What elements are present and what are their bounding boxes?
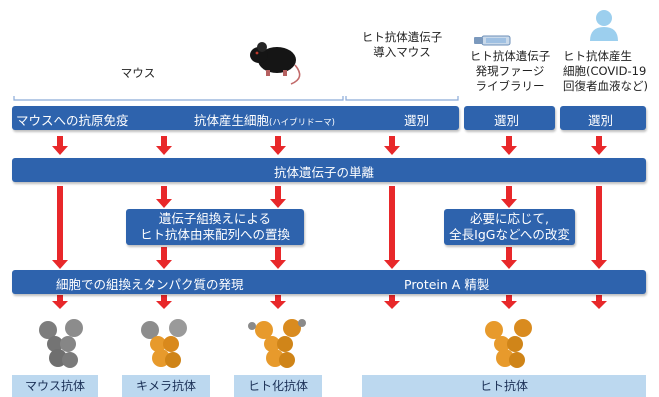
immunize-text: マウスへの抗原免疫 (16, 113, 129, 128)
isolation-text: 抗体遺伝子の単離 (274, 165, 375, 180)
header-phage-line2: 発現ファージ (475, 64, 545, 78)
person-icon (590, 10, 618, 41)
modify-line2: 全長IgGなどへの改変 (449, 227, 570, 242)
recomb-line2: ヒト抗体由来配列への置換 (139, 227, 290, 242)
producing-cells-text: 抗体産生細胞(ハイブリドーマ) (194, 110, 335, 129)
bar-select-phage: 選別 (464, 106, 555, 130)
header-transgenic-mouse-line1: ヒト抗体遺伝子 (361, 30, 443, 44)
header-transgenic-mouse: ヒト抗体遺伝子 導入マウス (346, 30, 458, 60)
select-cells-text: 選別 (588, 113, 614, 128)
producing-cells-label: 抗体産生細胞 (194, 113, 270, 128)
modify-line1: 必要に応じて, (470, 211, 549, 226)
antibody-human-icon (485, 319, 532, 368)
antibody-humanized-icon (248, 319, 306, 368)
select-phage-text: 選別 (494, 113, 520, 128)
header-human-cells: ヒト抗体産生 細胞(COVID-19 回復者血液など) (563, 49, 657, 94)
header-transgenic-mouse-line2: 導入マウス (373, 45, 431, 59)
bar-expression-purification: 細胞での組換えタンパク質の発現 Protein A 精製 (12, 270, 646, 294)
expression-text: 細胞での組換えタンパク質の発現 (56, 277, 244, 292)
header-phage-line3: ライブラリー (475, 79, 545, 93)
header-mouse: マウス (120, 66, 156, 80)
header-phage-library: ヒト抗体遺伝子 発現ファージ ライブラリー (461, 49, 559, 94)
mouse-icon (250, 42, 301, 85)
label-humanized-antibody: ヒト化抗体 (234, 375, 322, 397)
box-humanization: 遺伝子組換えによる ヒト抗体由来配列への置換 (126, 209, 304, 245)
box-modification: 必要に応じて, 全長IgGなどへの改変 (444, 209, 575, 245)
bar-immunization-selection: マウスへの抗原免疫 抗体産生細胞(ハイブリドーマ) 選別 (12, 106, 459, 130)
select-text: 選別 (404, 113, 430, 128)
antibody-chimeric-icon (141, 319, 187, 368)
label-chimeric-antibody: キメラ抗体 (122, 375, 210, 397)
mouse-bracket (13, 96, 344, 101)
recomb-line1: 遺伝子組換えによる (158, 211, 272, 226)
label-mouse-antibody: マウス抗体 (12, 375, 98, 397)
header-phage-line1: ヒト抗体遺伝子 (469, 49, 551, 63)
header-cells-line1: ヒト抗体産生 (563, 49, 632, 63)
purification-text: Protein A 精製 (404, 277, 490, 292)
bar-select-cells: 選別 (560, 106, 646, 130)
transgenic-mouse-bracket (345, 96, 459, 101)
header-cells-line2: 細胞(COVID-19 (563, 64, 647, 78)
hybridoma-label: (ハイブリドーマ) (269, 118, 335, 128)
label-human-antibody: ヒト抗体 (362, 375, 646, 397)
antibody-mouse-icon (39, 319, 83, 368)
header-cells-line3: 回復者血液など) (563, 79, 648, 93)
red-arrows (52, 136, 607, 309)
phage-vial-icon (474, 35, 511, 46)
bar-gene-isolation: 抗体遺伝子の単離 (12, 158, 646, 182)
